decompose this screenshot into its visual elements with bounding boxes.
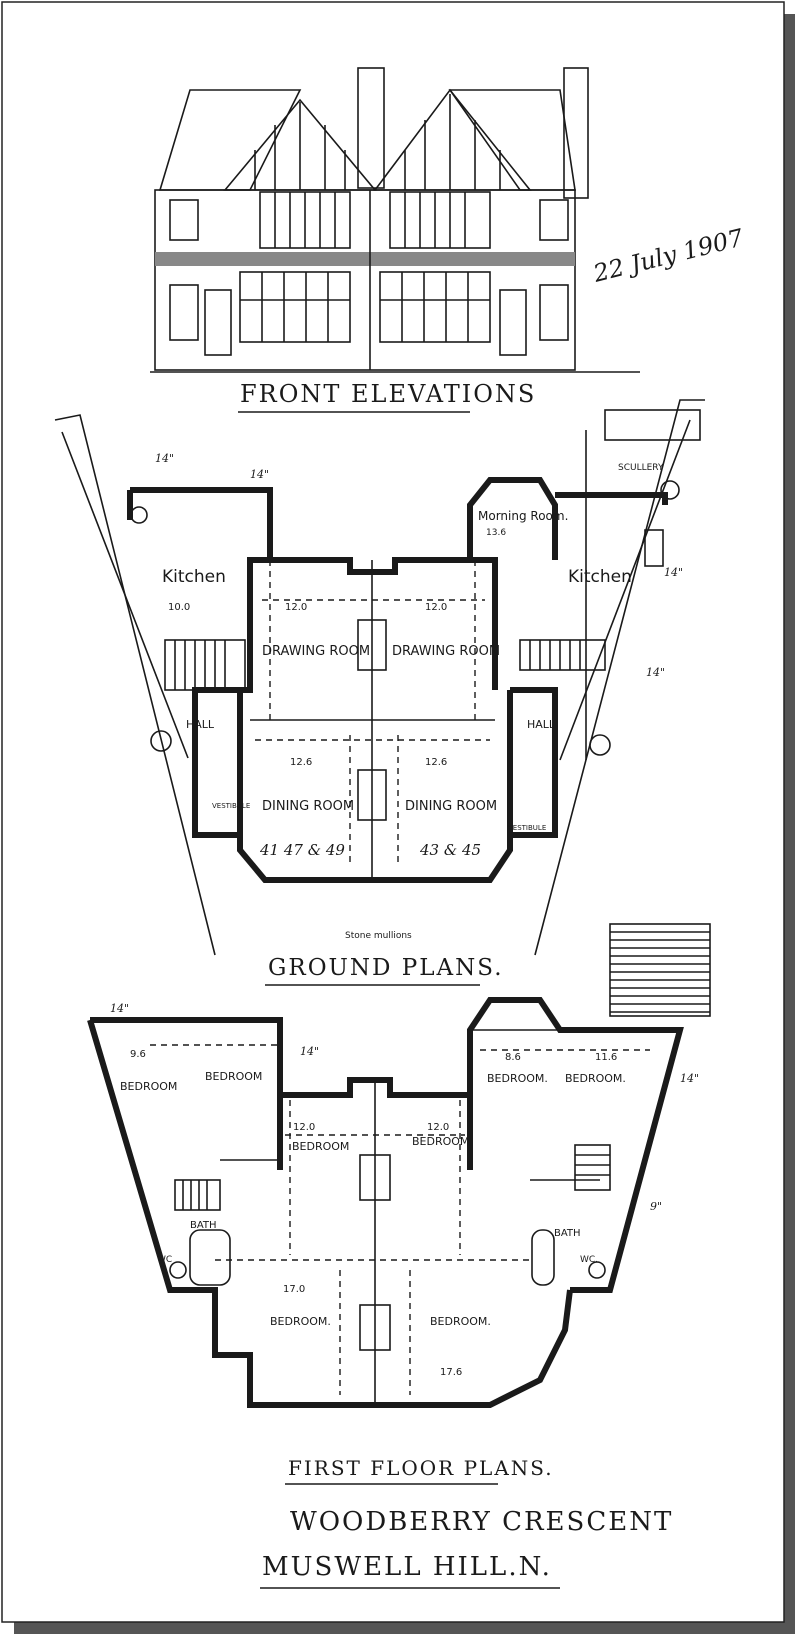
ff-dim-12b: 12.0 (427, 1122, 449, 1133)
dining-room-left-label: DINING ROOM (262, 799, 354, 814)
ff-bedroom-tl2: BEDROOM (205, 1070, 262, 1083)
dining-room-right-label: DINING ROOM (405, 799, 497, 814)
gp-dim-126a: 12.6 (290, 757, 312, 768)
ff-wc-right: WC. (580, 1255, 598, 1265)
ff-bath-right: BATH (554, 1228, 581, 1239)
house-numbers-right: 43 & 45 (419, 841, 481, 859)
hall-left-label: HALL (186, 718, 215, 731)
ff-bedroom-br: BEDROOM. (430, 1315, 491, 1328)
ff-bath-left: BATH (190, 1220, 217, 1231)
ff-dim-17: 17.0 (283, 1284, 305, 1295)
drawing-room-left-label: DRAWING ROOM (262, 644, 370, 659)
address-line-2: MUSWELL HILL.N. (262, 1552, 552, 1582)
gp-dim-12b: 12.0 (425, 602, 447, 613)
ff-bedroom-bl: BEDROOM. (270, 1315, 331, 1328)
front-elevation-caption: FRONT ELEVATIONS (240, 380, 536, 408)
ff-dim-96: 9.6 (130, 1049, 146, 1060)
hall-right-label: HALL (527, 718, 556, 731)
ff-dim-12a: 12.0 (293, 1122, 315, 1133)
gp-dim-12a: 12.0 (285, 602, 307, 613)
gp-annot-14-a: 14" (155, 452, 174, 465)
front-elevation-drawing (150, 67, 640, 373)
ff-bedroom-tr1: BEDROOM. (487, 1072, 548, 1085)
first-floor-plan-drawing (87, 923, 711, 1408)
stone-mullions-note: Stone mullions (345, 931, 412, 941)
ff-wc-left: WC (157, 1255, 172, 1265)
house-numbers-left: 41 47 & 49 (259, 841, 345, 859)
scullery-label: SCULLERY (618, 463, 664, 473)
kitchen-left-label: Kitchen (162, 567, 226, 587)
vestibule-left-label: VESTIBULE (212, 802, 250, 810)
gp-dim-10: 10.0 (168, 602, 190, 613)
morning-room-label: Morning Room. (478, 509, 568, 523)
ff-annot-14-a: 14" (110, 1002, 129, 1015)
vestibule-right-label: VESTIBULE (508, 824, 546, 832)
first-floor-plan-caption: FIRST FLOOR PLANS. (288, 1456, 554, 1480)
ff-dim-176: 17.6 (440, 1367, 462, 1378)
gp-dim-126b: 12.6 (425, 757, 447, 768)
ground-plan-caption: GROUND PLANS. (268, 955, 504, 981)
gp-annot-14-d: 14" (646, 666, 665, 679)
ff-bedroom-mr: BEDROOM (412, 1135, 469, 1148)
ff-bedroom-ml: BEDROOM (292, 1140, 349, 1153)
ff-annot-9: 9" (650, 1200, 662, 1213)
ff-dim-86: 8.6 (505, 1052, 521, 1063)
ff-dim-116: 11.6 (595, 1052, 617, 1063)
gp-annot-14-c: 14" (664, 566, 683, 579)
ff-bedroom-tl1: BEDROOM (120, 1080, 177, 1093)
ff-bedroom-tr2: BEDROOM. (565, 1072, 626, 1085)
ff-annot-14-b: 14" (300, 1045, 319, 1058)
gp-annot-14-b: 14" (250, 468, 269, 481)
ff-annot-14-c: 14" (680, 1072, 699, 1085)
kitchen-right-label: Kitchen (568, 567, 632, 587)
drawing-room-right-label: DRAWING ROOM (392, 644, 500, 659)
address-line-1: WOODBERRY CRESCENT (290, 1507, 673, 1537)
gp-dim-136: 13.6 (486, 528, 506, 538)
ground-plan-drawing (54, 399, 705, 956)
